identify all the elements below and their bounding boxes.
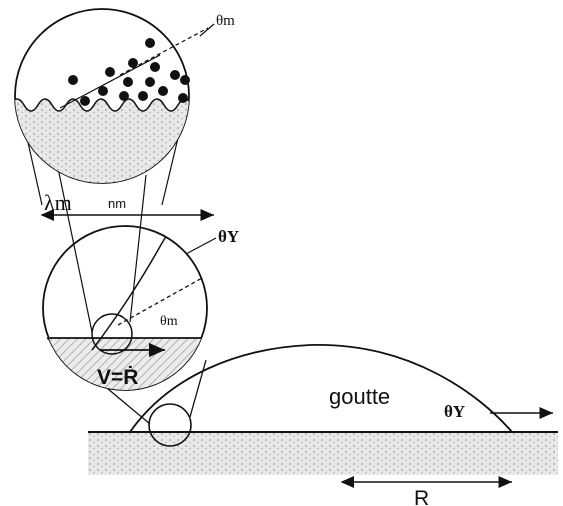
theta-y-middle-label: θY <box>218 227 239 246</box>
theta-y-leader-middle <box>185 237 217 255</box>
top-cone-left <box>26 137 43 206</box>
top-cone-right <box>161 137 179 206</box>
top-magnified-view <box>14 8 209 184</box>
theta-y-drop-label: θY <box>444 402 465 421</box>
velocity-label: V=Ṙ <box>97 366 138 389</box>
drop-label: goutte <box>329 384 390 409</box>
theta-m-top-label: θm <box>216 13 235 29</box>
radius-label: R <box>414 487 429 506</box>
drop-outline <box>129 344 513 433</box>
nm-label: nm <box>108 196 126 211</box>
zoom-cone-right <box>189 359 207 418</box>
theta-m-middle-label: θm <box>160 314 178 329</box>
substrate <box>88 431 558 475</box>
lambda-m-label: λm <box>44 190 72 215</box>
theta-m-leader-top <box>199 23 215 37</box>
contact-line-zoom-circle <box>148 403 192 447</box>
particles <box>68 38 190 106</box>
